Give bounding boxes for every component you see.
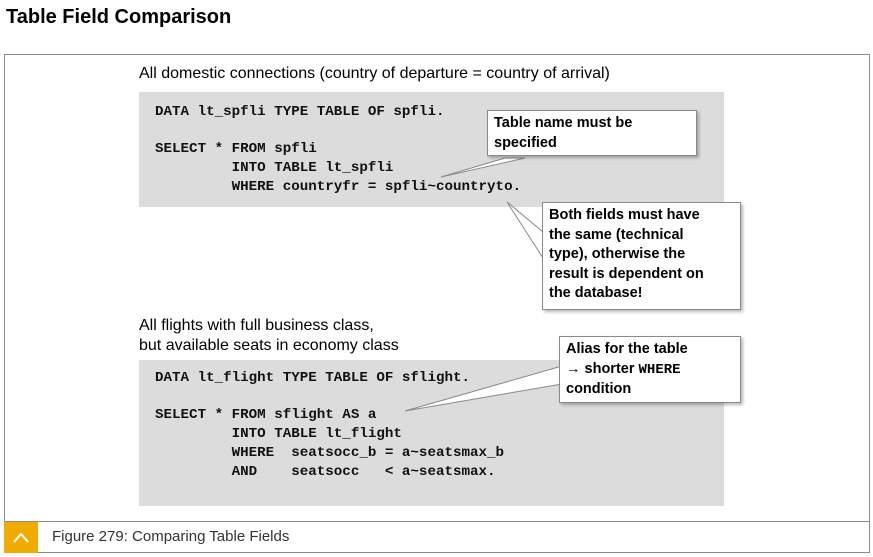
- callout-text: Alias for the table: [566, 341, 688, 357]
- page-title: Table Field Comparison: [6, 6, 232, 28]
- code-line: WHERE seatsocc_b = a~seatsmax_b: [155, 445, 505, 461]
- code-line: INTO TABLE lt_spfli: [155, 160, 394, 176]
- code-line: AND seatsocc < a~seatsmax.: [155, 464, 496, 480]
- callout-text: condition: [566, 381, 632, 397]
- chevron-up-icon[interactable]: [4, 522, 38, 553]
- callout-text: Both fields must have: [549, 207, 700, 223]
- code-line: WHERE countryfr = spfli~countryto.: [155, 179, 522, 195]
- callout-text: type), otherwise the: [549, 246, 686, 262]
- code-line: SELECT * FROM spfli: [155, 141, 317, 157]
- callout-text: specified: [494, 134, 557, 151]
- callout-text: the same (technical: [549, 226, 684, 243]
- callout-alias: Alias for the table → shorter WHERE cond…: [559, 336, 741, 403]
- figure-caption-bar: Figure 279: Comparing Table Fields: [4, 521, 870, 553]
- callout-text-prefix: → shorter: [566, 360, 639, 377]
- callout-text: result is dependent on: [549, 265, 704, 282]
- code-line: SELECT * FROM sflight AS a: [155, 407, 377, 423]
- figure-caption: Figure 279: Comparing Table Fields: [52, 528, 290, 545]
- business-class-caption-line1: All flights with full business class,: [139, 317, 374, 334]
- callout-text: → shorter WHERE: [566, 360, 734, 381]
- code-line: INTO TABLE lt_flight: [155, 426, 402, 442]
- domestic-connections-caption: All domestic connections (country of dep…: [139, 65, 610, 82]
- callout-table-name: Table name must be specified: [487, 110, 697, 156]
- callout-fields-type: Both fields must have the same (technica…: [542, 202, 741, 310]
- callout-text: Table name must be: [494, 115, 633, 131]
- code-line: DATA lt_spfli TYPE TABLE OF spfli.: [155, 104, 445, 120]
- business-class-caption-line2: but available seats in economy class: [139, 337, 399, 354]
- figure-frame: [4, 54, 870, 553]
- callout-keyword: WHERE: [638, 361, 681, 378]
- callout-text: the database!: [549, 285, 643, 301]
- code-line: DATA lt_flight TYPE TABLE OF sflight.: [155, 370, 471, 386]
